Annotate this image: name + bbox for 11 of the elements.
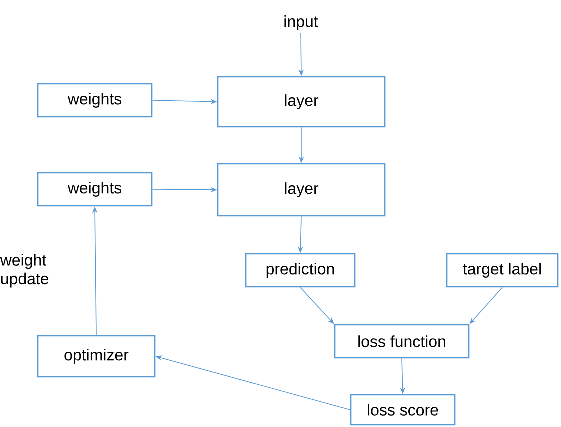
- process-box: loss function: [334, 324, 470, 359]
- process-box: prediction: [245, 253, 356, 288]
- process-box: weights: [37, 172, 153, 207]
- process-box: layer: [217, 76, 386, 128]
- edge-label: weight update: [0, 254, 49, 288]
- input-label: input: [284, 16, 318, 30]
- process-box: target label: [446, 253, 559, 288]
- process-box: loss score: [350, 394, 456, 426]
- process-box: weights: [37, 83, 153, 118]
- process-box: layer: [217, 163, 386, 217]
- process-box: optimizer: [37, 335, 156, 378]
